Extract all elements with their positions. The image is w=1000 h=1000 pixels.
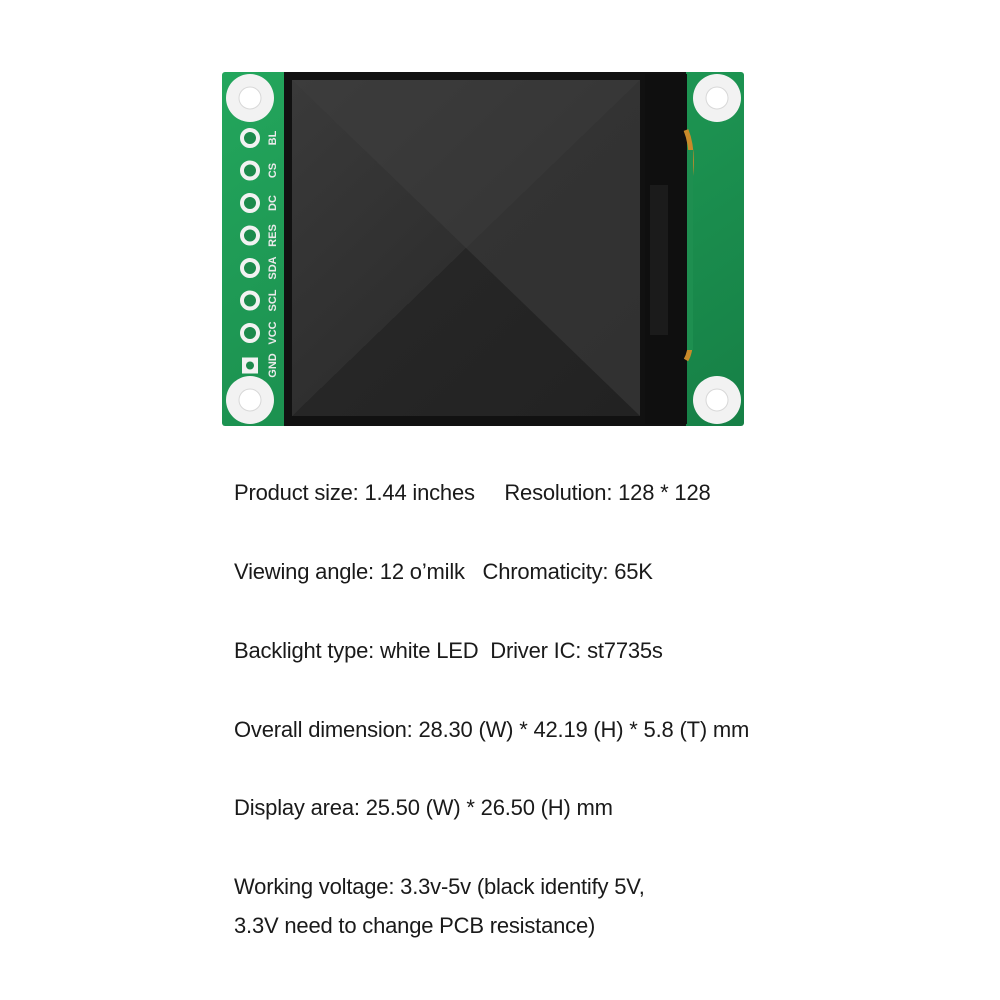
lcd-module-photo: BL CS DC RES SDA SCL VCC GND — [222, 72, 744, 426]
screen-reflection — [292, 80, 640, 416]
pin-label-cs: CS — [267, 163, 279, 178]
pin-labels: BL CS DC RES SDA SCL VCC GND — [267, 130, 279, 377]
pin-label-dc: DC — [267, 195, 279, 211]
header-pad-cs — [240, 160, 260, 181]
header-pad-scl — [240, 290, 260, 311]
pad-hole — [246, 361, 254, 370]
header-pad-vcc — [240, 323, 260, 343]
header-pad-sda — [240, 258, 260, 278]
header-pads — [240, 128, 260, 374]
spec-display-area: Display area: 25.50 (W) * 26.50 (H) mm — [234, 795, 613, 820]
pin-label-sda: SDA — [267, 256, 279, 279]
spec-overall-dimension: Overall dimension: 28.30 (W) * 42.19 (H)… — [234, 717, 750, 742]
pin-label-vcc: VCC — [267, 321, 279, 344]
header-pad-bl — [240, 128, 260, 148]
spec-product-size-resolution: Product size: 1.44 inches Resolution: 12… — [234, 480, 711, 505]
spec-working-voltage: Working voltage: 3.3v-5v (black identify… — [234, 874, 645, 899]
pin-label-bl: BL — [267, 130, 279, 145]
pin-label-res: RES — [267, 224, 279, 247]
mounting-holes — [226, 74, 741, 424]
spec-working-voltage-note: 3.3V need to change PCB resistance) — [234, 913, 596, 938]
spec-viewing-angle-chromaticity: Viewing angle: 12 o’milk Chromaticity: 6… — [234, 559, 653, 584]
pin-label-gnd: GND — [267, 353, 279, 378]
pin-label-scl: SCL — [267, 289, 279, 311]
header-pad-res — [240, 225, 260, 246]
header-pad-dc — [240, 193, 260, 213]
spec-backlight-driver: Backlight type: white LED Driver IC: st7… — [234, 638, 663, 663]
